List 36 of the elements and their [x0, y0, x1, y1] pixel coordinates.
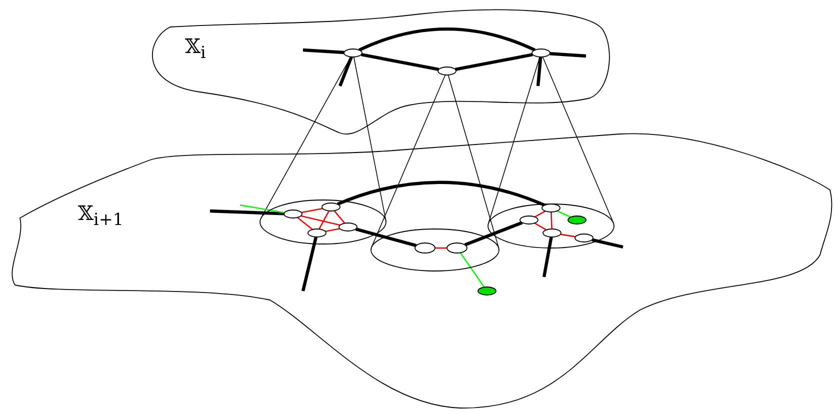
graph-edge [550, 212, 552, 230]
cone-line [260, 56, 352, 218]
graph-edge [534, 210, 546, 218]
graph-edge [334, 210, 346, 224]
graph-edge [318, 210, 330, 230]
dangling-edge [592, 238, 624, 249]
graph-edge [336, 180, 546, 207]
graph-edge [300, 215, 340, 226]
graph-edge [460, 252, 485, 288]
cone-line [542, 56, 614, 224]
dangling-edge [240, 204, 285, 214]
cone-line [488, 56, 540, 224]
dangling-edge [536, 56, 542, 86]
dangling-edge [210, 209, 284, 216]
dangling-edge [302, 48, 344, 54]
set-label: 𝕏$_{i+1}$ [78, 203, 124, 229]
graph-edge [435, 247, 447, 249]
dangling-edge [301, 236, 318, 292]
graph-edge [355, 228, 417, 248]
graph-edge [361, 53, 439, 71]
graph-edge [534, 222, 547, 230]
cone-line [353, 56, 386, 222]
dangling-edge [550, 52, 586, 58]
dangling-edge [338, 56, 353, 87]
graph-edge [560, 234, 576, 238]
set-label: 𝕏$_{i}$ [185, 36, 206, 62]
graph-edge [464, 221, 523, 246]
graph-edge [301, 208, 323, 214]
graph-edge [556, 210, 572, 218]
cone-line [448, 74, 500, 249]
dangling-edge [542, 236, 553, 278]
graph-edge [297, 217, 313, 230]
graph-edge [325, 228, 340, 232]
graph-edge [455, 53, 533, 71]
cone-line [371, 74, 446, 248]
graph-edge [358, 28, 536, 52]
